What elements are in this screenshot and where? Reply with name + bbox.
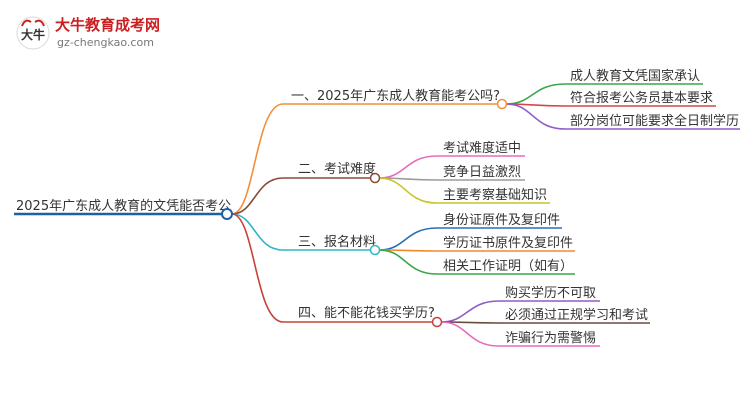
branch-connector-dot-2 [369,172,381,184]
branch-label-3: 三、报名材料 [298,234,376,250]
root-label: 2025年广东成人教育的文凭能否考公 [16,198,231,214]
edge-branch-2-leaf-1 [379,155,438,179]
leaf-node-3-2[interactable]: 学历证书原件及复印件 [437,235,575,252]
branch-connector-dot-4 [431,316,443,328]
leaf-node-1-3[interactable]: 部分岗位可能要求全日制学历 [565,113,740,130]
branch-label-2: 二、考试难度 [298,161,376,177]
leaf-label-3-2: 学历证书原件及复印件 [443,235,573,251]
edge-root-branch-4 [231,213,284,323]
leaf-node-4-2[interactable]: 必须通过正规学习和考试 [499,307,650,324]
leaf-label-1-2: 符合报考公务员基本要求 [570,90,713,106]
leaf-node-2-1[interactable]: 考试难度适中 [437,140,525,157]
branch-connector-dot-3 [369,244,381,256]
edges-layer [231,83,566,347]
leaf-node-4-3[interactable]: 诈骗行为需警惕 [499,330,600,347]
branch-2-children: 考试难度适中 竞争日益激烈 主要考察基础知识 [437,140,550,204]
logo-url: gz-chengkao.com [57,36,154,49]
leaf-label-3-3: 相关工作证明（如有） [443,258,573,274]
leaf-label-2-1: 考试难度适中 [443,140,521,156]
branch-node-2[interactable]: 二、考试难度 [283,161,381,184]
leaf-label-4-3: 诈骗行为需警惕 [505,330,596,346]
edge-branch-2-leaf-3 [379,177,438,204]
logo-title: 大牛教育成考网 [55,16,160,34]
edge-root-branch-2 [231,177,284,215]
branch-node-1[interactable]: 一、2025年广东成人教育能考公吗? [283,88,508,110]
branch-node-3[interactable]: 三、报名材料 [283,234,381,256]
leaf-label-3-1: 身份证原件及复印件 [443,212,560,228]
edge-branch-1-leaf-1 [506,83,566,105]
site-logo[interactable]: 大牛 大牛教育成考网 gz-chengkao.com [16,16,160,50]
leaf-node-3-3[interactable]: 相关工作证明（如有） [437,258,575,275]
bull-logo-icon: 大牛 [16,16,50,50]
leaf-label-2-3: 主要考察基础知识 [443,187,547,203]
leaf-label-4-2: 必须通过正规学习和考试 [505,307,648,323]
edge-root-branch-1 [231,103,284,215]
leaf-label-2-2: 竞争日益激烈 [443,164,521,180]
leaf-label-4-1: 购买学历不可取 [505,285,596,301]
leaf-node-4-1[interactable]: 购买学历不可取 [499,285,600,302]
edge-branch-4-leaf-1 [441,300,500,323]
branch-label-1: 一、2025年广东成人教育能考公吗? [291,88,500,104]
branch-node-4[interactable]: 四、能不能花钱买学历? [283,305,443,328]
leaf-node-3-1[interactable]: 身份证原件及复印件 [437,212,562,229]
leaf-node-1-1[interactable]: 成人教育文凭国家承认 [565,68,703,85]
edge-branch-4-leaf-3 [441,321,500,347]
edge-branch-3-leaf-3 [379,249,438,275]
branch-connector-dot-1 [496,98,508,110]
branch-4-children: 购买学历不可取 必须通过正规学习和考试 诈骗行为需警惕 [499,285,650,347]
branch-1-children: 成人教育文凭国家承认 符合报考公务员基本要求 部分岗位可能要求全日制学历 [565,68,740,130]
leaf-node-2-3[interactable]: 主要考察基础知识 [437,187,550,204]
logo-badge-text: 大牛 [21,27,45,42]
leaf-label-1-1: 成人教育文凭国家承认 [570,68,700,84]
leaf-node-1-2[interactable]: 符合报考公务员基本要求 [565,90,716,107]
edge-branch-3-leaf-1 [379,227,438,251]
leaf-label-1-3: 部分岗位可能要求全日制学历 [570,113,739,129]
edge-branch-1-leaf-3 [506,103,566,130]
root-node[interactable]: 2025年广东成人教育的文凭能否考公 [14,198,233,220]
edge-root-branch-3 [231,213,284,251]
branch-label-4: 四、能不能花钱买学历? [298,305,435,321]
branch-3-children: 身份证原件及复印件 学历证书原件及复印件 相关工作证明（如有） [437,212,575,275]
root-connector-dot [221,208,233,220]
leaf-node-2-2[interactable]: 竞争日益激烈 [437,164,525,181]
